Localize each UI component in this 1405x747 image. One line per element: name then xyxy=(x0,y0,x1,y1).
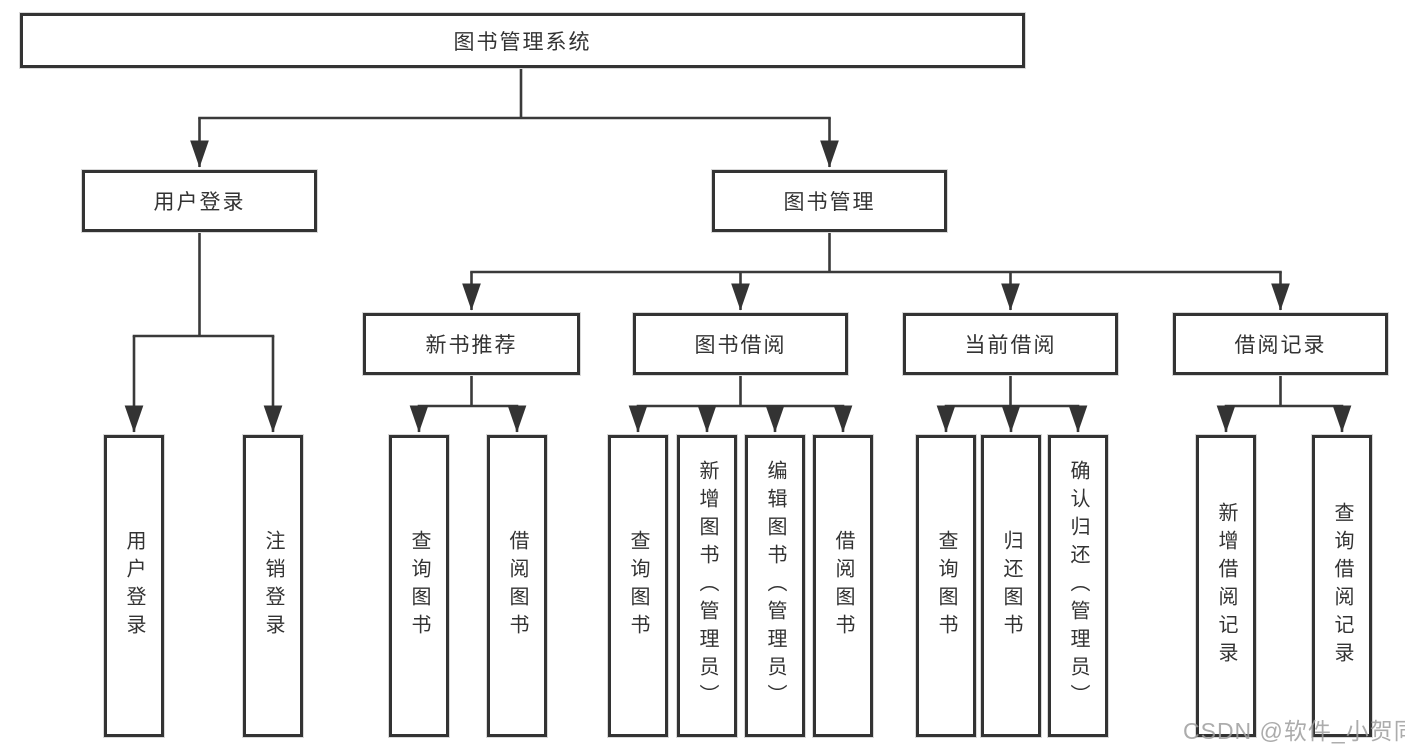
leaf-edit-book-admin-label: 编辑图书（管理员） xyxy=(764,460,786,712)
leaf-query-borrow-record-label: 查询借阅记录 xyxy=(1331,502,1353,670)
node-new-book-recommend: 新书推荐 xyxy=(363,313,580,375)
leaf-borrow-books-borrowing: 借阅图书 xyxy=(813,435,873,737)
leaf-add-borrow-record-label: 新增借阅记录 xyxy=(1215,502,1237,670)
leaf-add-book-admin-label: 新增图书（管理员） xyxy=(696,460,718,712)
leaf-query-books-recommend: 查询图书 xyxy=(389,435,449,737)
leaf-borrow-books-recommend-label: 借阅图书 xyxy=(506,530,528,642)
leaf-return-book-label: 归还图书 xyxy=(1000,530,1022,642)
leaf-logout-label: 注销登录 xyxy=(262,530,284,642)
leaf-borrow-books-recommend: 借阅图书 xyxy=(487,435,547,737)
leaf-return-book: 归还图书 xyxy=(981,435,1041,737)
node-book-borrowing: 图书借阅 xyxy=(633,313,848,375)
node-library-system: 图书管理系统 xyxy=(20,13,1025,68)
node-book-management: 图书管理 xyxy=(712,170,947,232)
leaf-query-books-recommend-label: 查询图书 xyxy=(408,530,430,642)
leaf-user-login: 用户登录 xyxy=(104,435,164,737)
leaf-query-books-current-label: 查询图书 xyxy=(935,530,957,642)
leaf-add-book-admin: 新增图书（管理员） xyxy=(677,435,737,737)
node-book-management-label: 图书管理 xyxy=(783,191,876,214)
leaf-confirm-return-admin-label: 确认归还（管理员） xyxy=(1067,460,1089,712)
leaf-query-books-current: 查询图书 xyxy=(916,435,976,737)
node-library-system-label: 图书管理系统 xyxy=(453,30,592,54)
node-borrowing-records-label: 借阅记录 xyxy=(1234,334,1327,357)
node-current-borrowing: 当前借阅 xyxy=(903,313,1118,375)
leaf-borrow-books-borrowing-label: 借阅图书 xyxy=(832,530,854,642)
leaf-query-books-borrowing-label: 查询图书 xyxy=(627,530,649,642)
leaf-query-books-borrowing: 查询图书 xyxy=(608,435,668,737)
leaf-edit-book-admin: 编辑图书（管理员） xyxy=(745,435,805,737)
leaf-logout: 注销登录 xyxy=(243,435,303,737)
csdn-watermark: CSDN @软件_小贺同学 xyxy=(1183,718,1405,744)
leaf-user-login-label: 用户登录 xyxy=(123,530,145,642)
node-new-book-recommend-label: 新书推荐 xyxy=(425,334,518,357)
node-borrowing-records: 借阅记录 xyxy=(1173,313,1388,375)
node-user-login: 用户登录 xyxy=(82,170,317,232)
leaf-confirm-return-admin: 确认归还（管理员） xyxy=(1048,435,1108,737)
node-book-borrowing-label: 图书借阅 xyxy=(694,334,787,357)
leaf-query-borrow-record: 查询借阅记录 xyxy=(1312,435,1372,737)
node-user-login-label: 用户登录 xyxy=(153,191,246,214)
node-current-borrowing-label: 当前借阅 xyxy=(964,334,1057,357)
leaf-add-borrow-record: 新增借阅记录 xyxy=(1196,435,1256,737)
